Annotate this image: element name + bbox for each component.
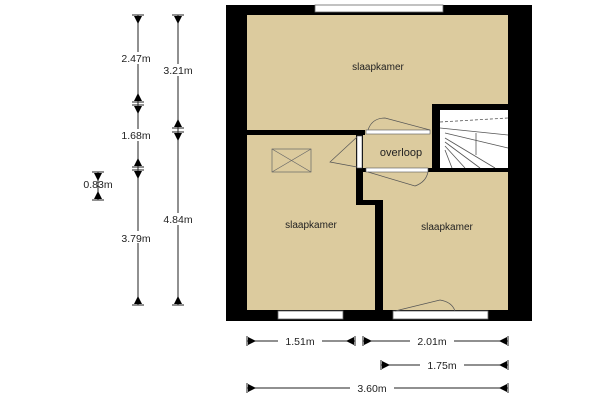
vertical-dimension-labels: 2.47m 3.21m 1.68m 0.83m 4.84m 3.79m	[83, 52, 198, 245]
dim-label: 1.51m	[285, 336, 314, 348]
door-top-bedroom[interactable]	[365, 129, 431, 135]
wall-landing-bottom	[362, 168, 510, 172]
room-label: slaapkamer	[285, 220, 337, 231]
dim-label: 3.21m	[163, 65, 192, 77]
room-label: overloop	[380, 147, 422, 159]
dim-label: 3.79m	[121, 233, 150, 245]
wall-vertical-upper	[356, 133, 363, 205]
window-bottom-left	[277, 310, 344, 320]
room-label: slaapkamer	[352, 62, 404, 73]
room-label: slaapkamer	[421, 222, 473, 233]
dim-label: 2.01m	[417, 336, 446, 348]
skylight-icon	[271, 148, 312, 173]
dim-label: 2.47m	[121, 53, 150, 65]
door-left-bedroom[interactable]	[356, 135, 363, 169]
wall-jog	[356, 200, 383, 205]
door-swing	[367, 171, 429, 187]
dim-label: 0.83m	[83, 179, 112, 191]
stairs	[440, 110, 508, 168]
dim-label: 1.75m	[427, 360, 456, 372]
landing-floor	[364, 135, 432, 168]
wall-top-divider	[247, 130, 365, 135]
door-right-bedroom[interactable]	[365, 167, 429, 173]
dim-label: 4.84m	[163, 214, 192, 226]
window-bottom-right	[392, 310, 489, 320]
door-swing	[329, 136, 358, 168]
door-swing	[367, 117, 431, 131]
wall-vertical-lower	[375, 200, 383, 310]
balcony-door-swing	[394, 299, 456, 312]
dim-label: 1.68m	[121, 130, 150, 142]
stair-steps	[439, 117, 509, 169]
horizontal-dimension-labels: 1.51m 2.01m 1.75m 3.60m	[278, 335, 464, 395]
dim-label: 3.60m	[357, 383, 386, 395]
window-top	[314, 4, 444, 13]
